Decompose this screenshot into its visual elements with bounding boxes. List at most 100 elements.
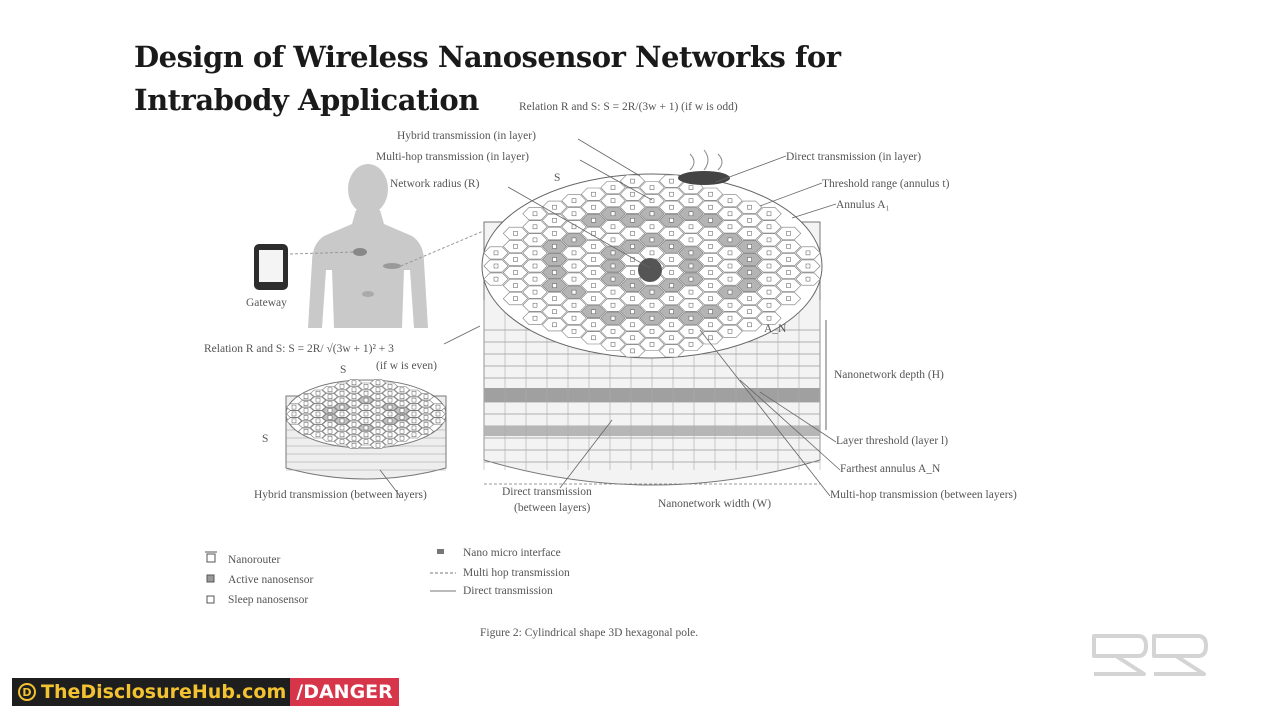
small-hex-cell-sensor [339,411,345,417]
small-hex-cell-sensor [399,387,405,393]
small-hex-cell-sensor [351,380,357,386]
small-hex-cell-sensor [387,404,393,410]
pole-hex-cell-sensor [708,283,713,288]
pole-hex-cell-sensor [571,250,577,256]
pole-hex-cell-sensor [552,322,557,328]
small-hex-cell-sensor [351,408,357,413]
pole-hex-cell-sensor [532,211,538,217]
hybrid-in-layer-label: Hybrid transmission (in layer) [397,130,536,142]
width-label: Nanonetwork width (W) [658,498,771,510]
leader-line [379,469,401,497]
legend-sleep-nanosensor: Sleep nanosensor [228,594,308,606]
banner-site[interactable]: D TheDisclosureHub.com [12,678,291,706]
pole-hex-cell-sensor [610,289,616,295]
pole-hex-cell-sensor [630,335,635,341]
small-hex-cell-sensor [327,408,333,413]
small-hex-cell-sensor [363,404,369,410]
site-banner[interactable]: D TheDisclosureHub.com /DANGER [12,678,399,706]
pole-hex-cell-sensor [649,211,655,217]
pole-hex-cell-sensor [766,315,772,321]
small-hex-cell-sensor [363,439,369,444]
small-hex-cell-sensor [399,408,405,413]
pole-hex-cell-sensor [532,276,538,282]
pole-hex-cell-sensor [688,250,694,256]
small-hex-cell-sensor [315,432,321,438]
pole-hex-cell-sensor [649,224,655,230]
small-hex-cell-sensor [303,429,309,434]
small-hex-cell-sensor [327,435,333,441]
pole-hex-cell-sensor [610,342,616,347]
small-hex-cell-sensor [411,418,417,424]
small-hex-cell-sensor [363,384,369,389]
small-hex-cell-sensor [411,390,417,396]
pole-hex-cell-sensor [610,329,616,334]
gateway-link [289,251,355,255]
pole-hex-cell-sensor [669,309,674,314]
small-hex-cell-sensor [423,415,429,420]
small-hex-cell-sensor [351,429,357,434]
pole-hex-cell-sensor [669,348,674,354]
small-hex-cell-sensor [399,394,405,399]
pole-hex-cell-sensor [610,198,616,203]
pole-hex-cell-sensor [708,322,713,328]
small-hex-cell-sensor [399,429,405,434]
pole-hex-cell-sensor [786,270,791,275]
pole-hex-cell-sensor [805,250,811,256]
pole-hex-cell-sensor [805,263,811,269]
pole-hex-cell-sensor [610,185,616,190]
legend-multihop: Multi hop transmission [463,567,570,579]
pole-hex-cell-sensor [747,257,752,262]
pole-hex-cell-sensor [610,302,616,308]
pole-hex-cell-sensor [630,231,635,236]
small-hex-cell-sensor [351,401,357,406]
pole-hex-cell-sensor [688,315,694,321]
small-hex-cell-sensor [411,404,417,410]
leader-line [739,379,841,471]
pole-hex-cell-sensor [669,322,674,328]
small-hex-cell-sensor [303,394,309,399]
small-hex-cell-sensor [363,397,369,403]
banner-tag[interactable]: /DANGER [290,678,399,706]
pole-hex-cell-sensor [727,250,733,256]
small-hex-cell-sensor [291,418,297,424]
pole-hex-cell-sensor [571,263,577,269]
pole-hex-cell-sensor [786,283,791,288]
small-hex-cell-sensor [327,394,333,399]
gateway-phone-icon [254,244,288,290]
pole-hex-cell-sensor [513,244,518,249]
pole-hex-cell-sensor [630,191,635,197]
pole-hex-cell-sensor [513,257,518,262]
pole-hex-cell-sensor [669,296,674,301]
pole-hex-cell-sensor [708,244,713,249]
pole-hex-cell-sensor [688,263,694,269]
pole-hex-cell-sensor [630,218,635,223]
pole-hex-cell-sensor [727,211,733,217]
top-micro-interface-icon [678,171,730,185]
small-hex-cell-sensor [351,442,357,448]
pole-hex-cell-sensor [552,270,557,275]
pole-hex-cell-sensor [649,315,655,321]
pole-hex-cell-sensor [786,296,791,301]
pole-hex-cell-sensor [747,283,752,288]
body-nanosensor [362,291,374,297]
leader-line [715,155,787,183]
pole-hex-cell-sensor [610,237,616,243]
pole-hex-cell-sensor [649,329,655,334]
pole-hex-cell-sensor [727,198,733,203]
pole-hex-cell-sensor [766,302,772,308]
small-hex-cell-sensor [411,432,417,438]
body-micro-interface [383,263,401,269]
pole-hex-cell-sensor [669,335,674,341]
body-nanodevice [353,248,367,256]
legend-right: Nano micro interface Multi hop transmiss… [430,547,570,597]
pole-hex-cell-sensor [747,270,752,275]
small-hex-cell-sensor [351,387,357,393]
leader-line [791,203,837,219]
small-hex-cell-sensor [327,429,333,434]
pole-hex-cell-sensor [513,231,518,236]
pole-hex-cell-sensor [552,296,557,301]
pole-hex-cell-sensor [591,218,596,223]
pole-hex-cell-sensor [552,309,557,314]
direct-between-label-a: Direct transmission [502,486,592,498]
